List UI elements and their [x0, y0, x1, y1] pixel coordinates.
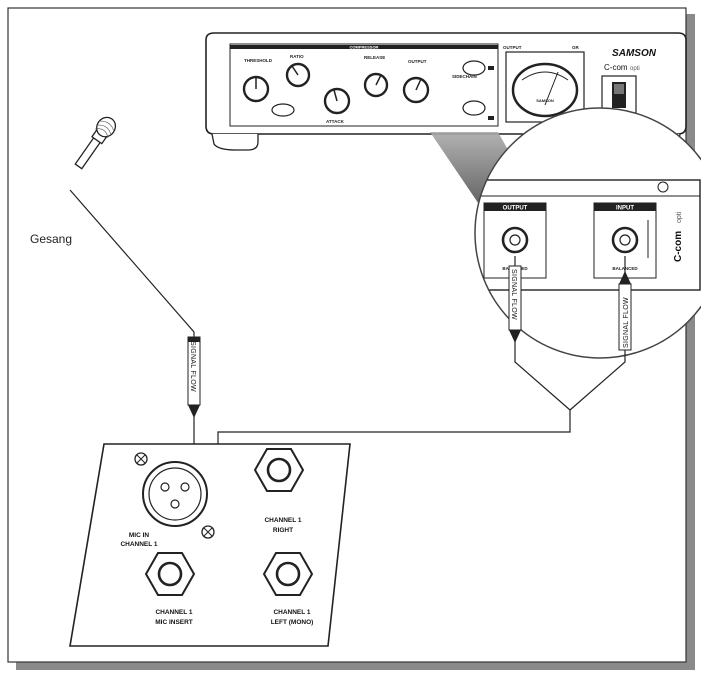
gr-meter-label: GR — [572, 45, 580, 50]
mic-insert-label-line1: CHANNEL 1 — [155, 609, 192, 616]
sidechain-label: SIDECHAIN — [452, 74, 477, 79]
sidechain-button — [462, 60, 486, 76]
release-knob-pointer — [375, 74, 382, 86]
compressor-title-bar — [230, 45, 498, 49]
output-label: OUTPUT — [503, 206, 528, 212]
mic-in-label-line2: CHANNEL 1 — [120, 541, 157, 548]
input-header — [594, 203, 656, 211]
signal-flow-label-return: SIGNAL FLOW — [623, 297, 630, 348]
output-meter-label: OUTPUT — [503, 45, 522, 50]
vu-meter-scale — [521, 71, 569, 81]
model-name: C-com — [604, 63, 628, 72]
signal-flow-arrow-send: SIGNAL FLOW — [508, 265, 522, 343]
signal-flow-label-mic: SIGNAL FLOW — [189, 341, 196, 392]
rack-foot-left — [211, 133, 259, 151]
bypass-button — [462, 100, 486, 116]
sidechain-led — [488, 66, 494, 70]
zoom-circle-outline — [474, 107, 701, 359]
microphone — [74, 116, 117, 170]
rear-panel-zoom: OUTPUT BALANCED INPUT BALANCED C-com opt… — [474, 107, 701, 359]
vocal-label: Gesang — [30, 232, 72, 246]
input-label: INPUT — [616, 206, 634, 212]
mixer-panel: MIC IN CHANNEL 1 CHANNEL 1 RIGHT CHANNEL… — [69, 443, 351, 647]
samson-logo: SAMSON — [612, 48, 657, 59]
compressor-section-outline — [229, 43, 499, 127]
compressor-section-title: COMPRESSOR — [350, 45, 379, 50]
channel1-right-label-line1: CHANNEL 1 — [264, 517, 301, 524]
channel1-left-label-line2: LEFT (MONO) — [271, 619, 314, 626]
ratio-label: RATIO — [290, 54, 304, 59]
xlr-pin-2 — [180, 482, 190, 492]
output-header — [484, 203, 546, 211]
signal-flow-arrow-mic: SIGNAL FLOW — [187, 336, 201, 418]
model-suffix: opti — [630, 66, 640, 72]
rear-model-suffix: opti — [676, 211, 683, 223]
output-knob-pointer — [415, 78, 422, 91]
mic-in-label-line1: MIC IN — [129, 532, 150, 539]
signal-flow-label-send: SIGNAL FLOW — [510, 269, 517, 320]
mic-insert-label-line2: MIC INSERT — [155, 619, 193, 626]
channel1-right-label-line2: RIGHT — [273, 527, 293, 534]
ratio-knob-pointer — [291, 65, 299, 76]
vu-meter-caption: SAMSON — [536, 98, 554, 103]
rear-panel-screw — [657, 181, 669, 193]
xlr-pin-1 — [160, 482, 170, 492]
vu-meter-needle — [544, 71, 559, 106]
attack-label: ATTACK — [326, 119, 345, 124]
output-knob-label: OUTPUT — [408, 59, 427, 64]
threshold-button — [271, 103, 295, 117]
threshold-label: THRESHOLD — [244, 58, 273, 63]
xlr-pin-3 — [170, 499, 180, 509]
bypass-led — [488, 116, 494, 120]
vu-meter-window — [511, 62, 579, 118]
channel1-left-label-line1: CHANNEL 1 — [273, 609, 310, 616]
release-label: RELEASE — [364, 55, 385, 60]
rear-model-name: C-com — [673, 231, 684, 262]
signal-flow-arrow-return: SIGNAL FLOW — [618, 271, 632, 351]
attack-knob-pointer — [333, 89, 338, 102]
